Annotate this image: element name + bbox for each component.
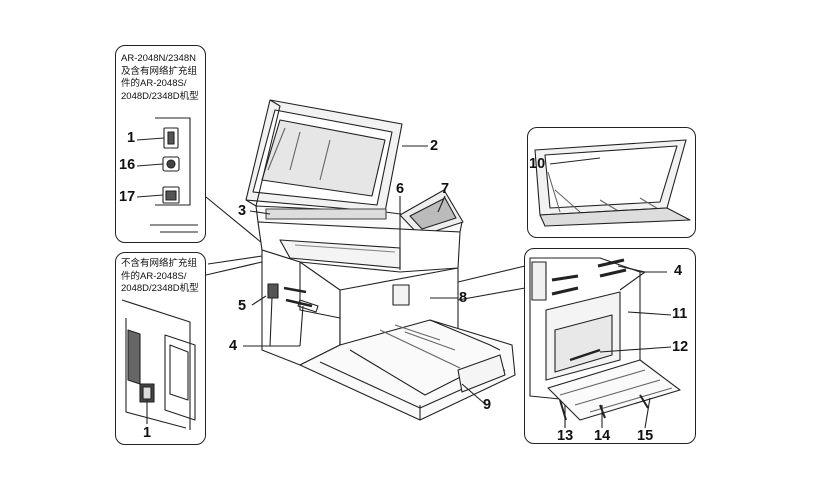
leader-3 bbox=[249, 210, 271, 215]
callout-6: 6 bbox=[396, 181, 405, 197]
leader-7 bbox=[437, 195, 446, 213]
leader-9 bbox=[461, 383, 486, 405]
leader-10 bbox=[549, 157, 601, 165]
leader-inset2 bbox=[205, 261, 263, 276]
callout-1-top: 1 bbox=[127, 130, 136, 146]
leader-15 bbox=[644, 397, 651, 429]
leader-5 bbox=[251, 295, 267, 306]
callout-7: 7 bbox=[441, 181, 450, 197]
callout-16: 16 bbox=[119, 157, 136, 173]
callout-1-bottom: 1 bbox=[143, 425, 152, 441]
leader-1-top bbox=[136, 137, 165, 141]
callout-5: 5 bbox=[238, 298, 247, 314]
back-panel-ports-networked bbox=[150, 117, 198, 233]
back-panel-ports-non-networked bbox=[121, 299, 196, 430]
callout-17: 17 bbox=[119, 189, 136, 205]
callout-9: 9 bbox=[483, 397, 492, 413]
leader-11 bbox=[627, 311, 672, 316]
side-view-with-bypass-tray bbox=[529, 257, 681, 421]
callout-8: 8 bbox=[459, 290, 468, 306]
inset-note-non-networked: 不含有网络扩充组 件的AR-2048S/ 2048D/2348D机型 bbox=[121, 258, 199, 294]
callout-14: 14 bbox=[594, 428, 611, 444]
callout-4-main: 4 bbox=[229, 338, 238, 354]
leader-4-right bbox=[617, 265, 667, 291]
callout-4-right: 4 bbox=[674, 263, 683, 279]
inset-note-networked: AR-2048N/2348N 及含有网络扩充组 件的AR-2048S/ 2048… bbox=[121, 53, 199, 102]
callout-3: 3 bbox=[238, 203, 247, 219]
callout-11: 11 bbox=[672, 306, 688, 322]
callout-13: 13 bbox=[557, 428, 574, 444]
leader-16 bbox=[136, 163, 164, 167]
leader-inset1 bbox=[205, 196, 263, 244]
leader-17 bbox=[136, 194, 164, 198]
leader-12 bbox=[599, 346, 672, 353]
document-cover-underside bbox=[534, 139, 691, 227]
callout-15: 15 bbox=[637, 428, 654, 444]
copier-main-unit bbox=[245, 99, 516, 421]
leader-4-main bbox=[243, 297, 304, 347]
callout-2: 2 bbox=[430, 138, 439, 154]
callout-10: 10 bbox=[529, 156, 546, 172]
callout-12: 12 bbox=[672, 339, 689, 355]
inset-panel-networked bbox=[115, 45, 206, 243]
